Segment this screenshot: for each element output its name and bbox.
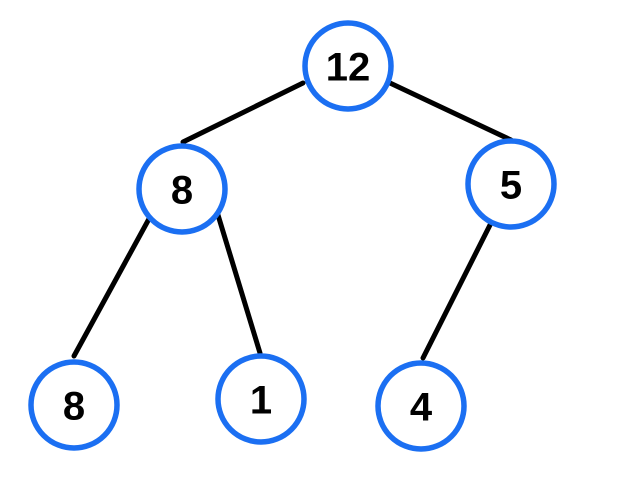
- tree-node-label-n8-leaf: 8: [63, 384, 85, 428]
- tree-node-n12: [302, 20, 394, 112]
- tree-node-n1: [215, 353, 307, 445]
- tree-edge-n5-n4: [420, 222, 493, 361]
- tree-edge-n8-left-n8-leaf: [71, 214, 153, 359]
- tree-node-label-n5: 5: [500, 163, 522, 207]
- tree-edge-n12-n8-left: [180, 80, 306, 145]
- tree-node-n8-left: [136, 143, 228, 235]
- tree-node-n4: [375, 360, 467, 452]
- tree-node-n8-leaf: [28, 359, 120, 451]
- tree-node-label-n4: 4: [410, 385, 433, 429]
- tree-node-label-n1: 1: [250, 378, 272, 422]
- tree-node-label-n8-left: 8: [171, 168, 193, 212]
- tree-node-label-n12: 12: [326, 45, 371, 89]
- tree-node-n5: [465, 138, 557, 230]
- tree-edge-n12-n5: [387, 80, 514, 143]
- tree-edge-n8-left-n1: [215, 212, 263, 356]
